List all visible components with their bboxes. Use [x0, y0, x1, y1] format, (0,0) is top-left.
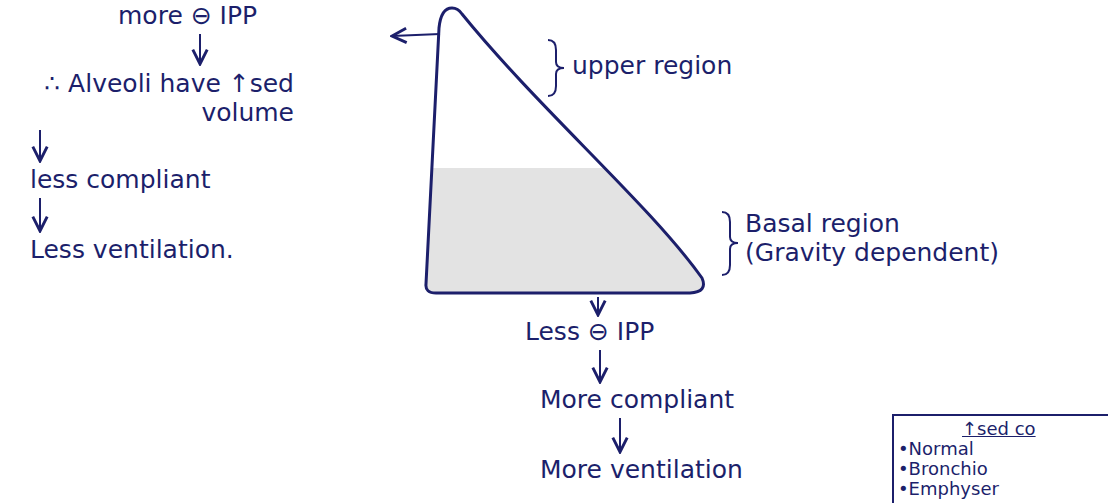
compliance-note: less compliant [30, 166, 210, 195]
leader-arrow [392, 34, 440, 36]
ventilation-note: Less ventilation. [30, 236, 234, 265]
basal-shading [420, 168, 720, 308]
down-arrow [599, 350, 601, 382]
region-label: Basal region (Gravity dependent) [745, 210, 1003, 268]
pressure-note: more ⊖ IPP [118, 2, 257, 31]
down-arrow [619, 418, 621, 452]
bullet-item: •Bronchio [898, 459, 1108, 479]
compliance-note: More compliant [540, 386, 734, 415]
pressure-note: Less ⊖ IPP [525, 318, 654, 347]
bullet-item: •Normal [898, 439, 1108, 459]
down-arrow [597, 297, 599, 315]
brace [722, 212, 738, 275]
brace [548, 40, 564, 96]
down-arrow [39, 130, 41, 161]
bullet-item: •Emphyser [898, 479, 1108, 499]
region-label: upper region [572, 52, 732, 81]
box-heading: ↑sed co [962, 419, 1108, 439]
volume-note: ∴ Alveoli have ↑sed volume [4, 70, 294, 128]
down-arrow [39, 198, 41, 231]
down-arrow [199, 34, 201, 64]
note-box: ↑sed co•Normal•Bronchio•Emphyser [892, 414, 1108, 503]
ventilation-note: More ventilation [540, 456, 743, 485]
lung-outline [426, 8, 704, 293]
